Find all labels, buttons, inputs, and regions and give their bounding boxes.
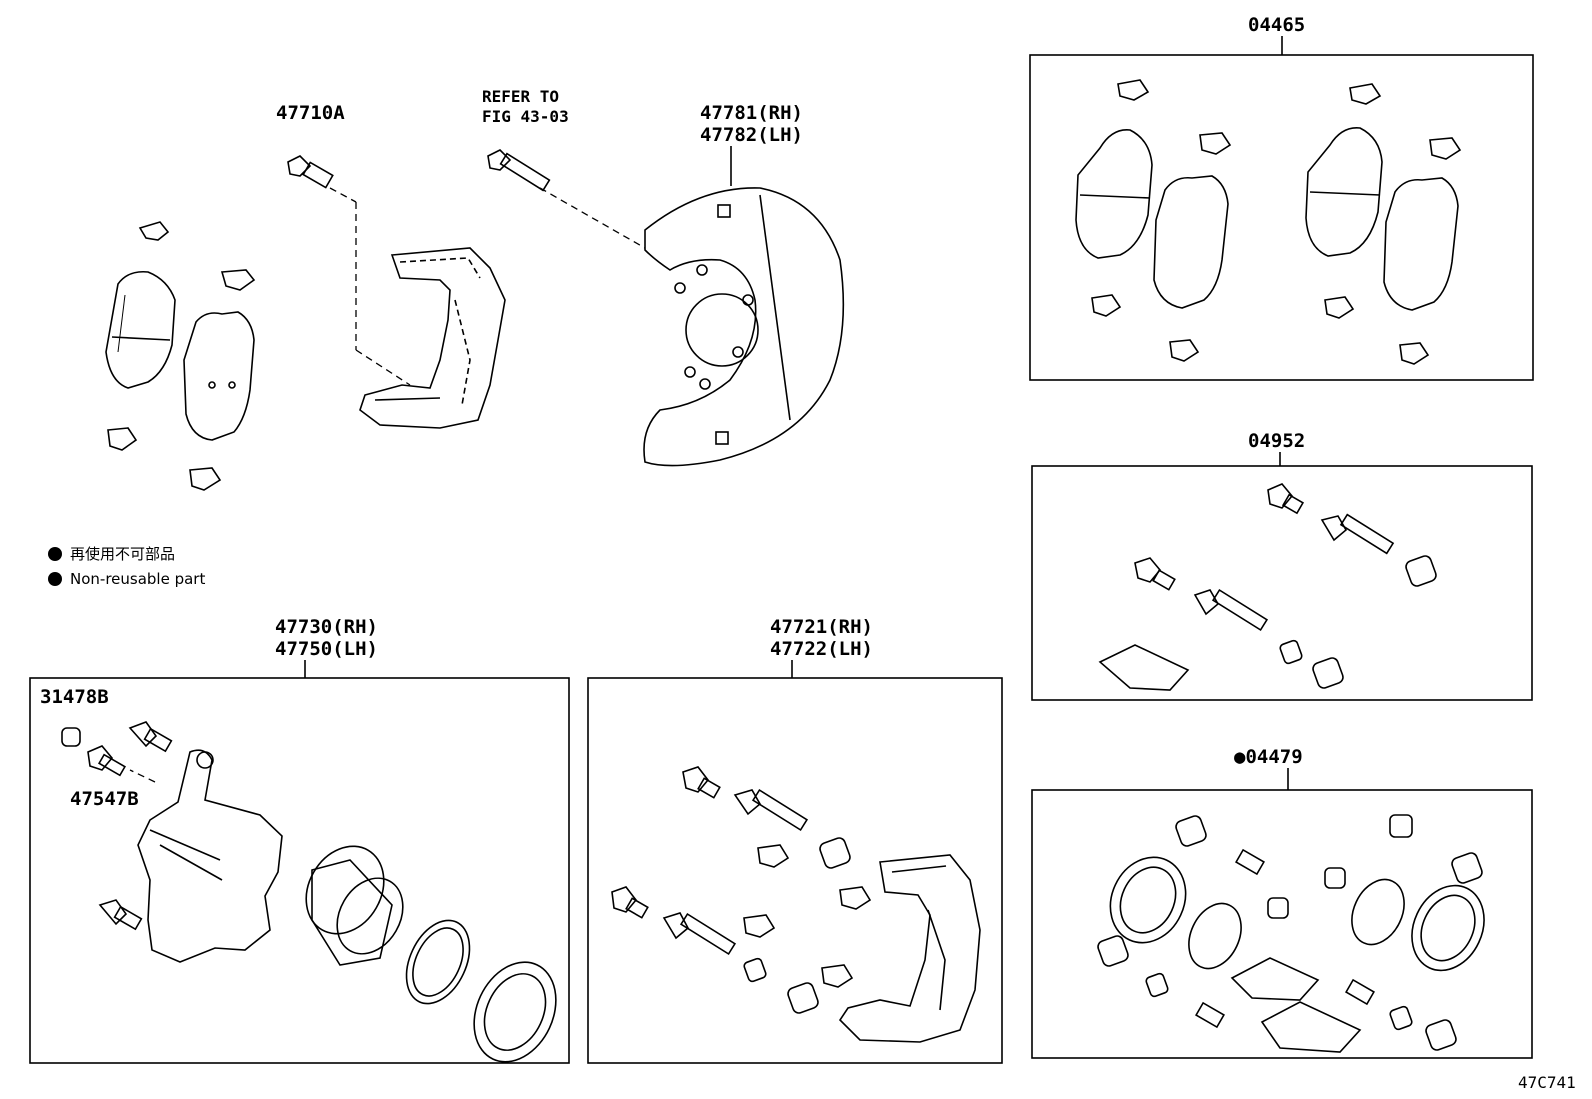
label-47781-rh: 47781(RH): [700, 102, 803, 124]
caliper-bracket-top: [359, 247, 506, 429]
cylinder-box: [29, 677, 570, 1064]
mounting-box-contents: [611, 766, 981, 1043]
bolt-kit-box: [1031, 465, 1533, 701]
label-47730-rh: 47730(RH): [275, 616, 378, 638]
cylinder-box-contents: [61, 721, 557, 1063]
label-47721-rh: 47721(RH): [770, 616, 873, 638]
legend-english: Non-reusable part: [70, 570, 205, 588]
label-04952: 04952: [1248, 430, 1306, 452]
slide-bolt-47710a: [287, 155, 334, 189]
legend-english-text: Non-reusable part: [70, 570, 206, 588]
mounting-box: [587, 677, 1003, 1064]
mounting-bolt-refer: [487, 149, 551, 192]
legend-japanese-text: 再使用不可部品: [70, 545, 176, 563]
label-refer-to: REFER TO: [482, 87, 560, 106]
pad-kit-contents: [1075, 79, 1462, 365]
diagram-id: 47C741: [1518, 1073, 1576, 1092]
label-04465: 04465: [1248, 14, 1306, 36]
label-47547b: 47547B: [70, 788, 139, 810]
label-04479: ●04479: [1234, 746, 1303, 768]
seal-kit-contents: [1097, 814, 1485, 1053]
legend-dot-en: [48, 572, 62, 586]
label-31478b: 31478B: [40, 686, 109, 708]
label-47750-lh: 47750(LH): [275, 638, 378, 660]
label-47782-lh: 47782(LH): [700, 124, 803, 146]
label-47722-lh: 47722(LH): [770, 638, 873, 660]
legend-dot-jp: [48, 547, 62, 561]
disc-dust-cover: [643, 187, 845, 467]
label-fig-43-03: FIG 43-03: [482, 107, 569, 126]
label-47710a: 47710A: [276, 102, 345, 124]
seal-kit-box: [1031, 789, 1533, 1059]
brake-pad-set-left: [105, 221, 256, 491]
legend-japanese: 再使用不可部品: [70, 545, 175, 563]
bolt-kit-contents: [1098, 483, 1437, 691]
